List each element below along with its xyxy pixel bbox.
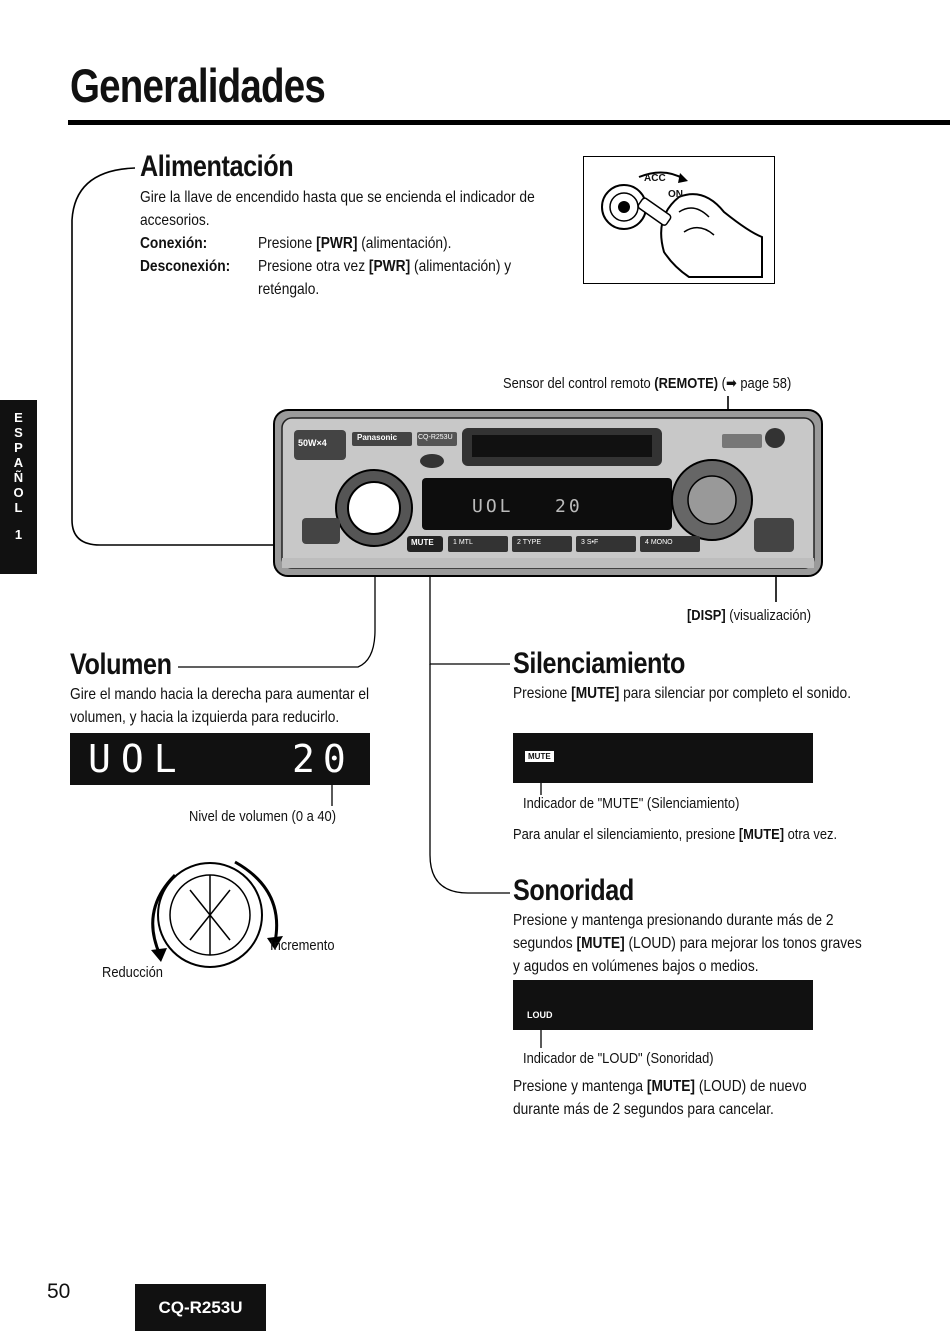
disp-key: [DISP]	[687, 607, 726, 624]
on-label: Conexión:	[140, 235, 208, 252]
ignition-illustration: ACC ON	[583, 156, 775, 284]
alimentacion-off-row: Desconexión:	[140, 255, 312, 278]
mute-key: [MUTE]	[576, 935, 625, 952]
loud-lcd: LOUD	[513, 980, 813, 1030]
section-heading-sonoridad: Sonoridad	[513, 874, 634, 907]
volume-level-label: Nivel de volumen (0 a 40)	[189, 808, 336, 825]
increase-label: Incremento	[270, 937, 335, 954]
title-rule	[68, 120, 950, 125]
section-heading-silenciamiento: Silenciamiento	[513, 647, 685, 680]
pwr-key: [PWR]	[368, 258, 411, 275]
section-heading-volumen: Volumen	[70, 648, 172, 681]
head-unit-drawing	[273, 409, 823, 577]
decrease-label: Reducción	[102, 964, 163, 981]
ignition-key-icon	[601, 171, 763, 278]
on-text-pre: Presione	[258, 235, 317, 252]
mute-cancel-text: Para anular el silenciamiento, presione …	[513, 826, 837, 843]
on-position-label: ON	[668, 189, 683, 200]
page-title: Generalidades	[70, 59, 326, 112]
preset-button-2[interactable]: 2 TYPE	[517, 539, 541, 546]
sonoridad-text-post: (LOUD) para mejorar los tonos graves y a…	[513, 935, 862, 975]
model-footer-badge: CQ-R253U	[135, 1284, 266, 1331]
off-text-post: (alimentación) y reténgalo.	[258, 258, 512, 298]
tab-number: 1	[14, 527, 23, 542]
language-tab-letters: E S P A Ñ O L 1	[0, 410, 37, 542]
mute-key: [MUTE]	[571, 685, 620, 702]
section-heading-alimentacion: Alimentación	[140, 150, 294, 183]
loud-indicator-badge: LOUD	[527, 1010, 553, 1020]
loud-cancel-post: (LOUD) de nuevo durante más de 2 segundo…	[513, 1078, 807, 1118]
mute-indicator-label: Indicador de "MUTE" (Silenciamiento)	[523, 795, 740, 812]
tab-letter: L	[14, 500, 23, 515]
acc-label: ACC	[644, 173, 666, 184]
tab-letter: Ñ	[13, 470, 24, 485]
brand-label: Panasonic	[357, 433, 398, 442]
alimentacion-off-text: Presione otra vez [PWR] (alimentación) y…	[258, 255, 550, 301]
preset-button-3[interactable]: 3 S•F	[581, 539, 599, 546]
mute-key: [MUTE]	[646, 1078, 696, 1095]
head-unit-illustration: UOL 20 Panasonic CQ-R253U 50W×4 MUTE 1 M…	[272, 408, 824, 578]
tab-letter: A	[13, 455, 24, 470]
unit-display-text: UOL 20	[472, 496, 583, 517]
silenciamiento-text-post: para silenciar por completo el sonido.	[619, 685, 852, 702]
silenciamiento-text-pre: Presione	[513, 685, 572, 702]
tab-letter: E	[14, 410, 23, 425]
preset-button-4[interactable]: 4 MONO	[645, 539, 673, 546]
remote-sensor-label: Sensor del control remoto (REMOTE) (➡ pa…	[503, 374, 791, 392]
sonoridad-text: Presione y mantenga presionando durante …	[513, 909, 866, 978]
volume-knob-icon	[151, 860, 283, 968]
volume-lcd-right: 20	[292, 737, 354, 781]
remote-key: (REMOTE)	[654, 375, 719, 392]
watts-label: 50W×4	[298, 438, 327, 448]
preset-button-1[interactable]: 1 MTL	[453, 539, 473, 546]
silenciamiento-text: Presione [MUTE] para silenciar por compl…	[513, 682, 891, 705]
pwr-key: [PWR]	[316, 235, 358, 252]
loud-indicator-label: Indicador de "LOUD" (Sonoridad)	[523, 1050, 714, 1067]
on-text-post: (alimentación).	[357, 235, 452, 252]
off-label: Desconexión:	[140, 258, 231, 275]
volumen-text: Gire el mando hacia la derecha para aume…	[70, 686, 370, 726]
loud-cancel-pre: Presione y mantenga	[513, 1078, 647, 1095]
model-label: CQ-R253U	[418, 434, 453, 441]
mute-cancel-post: otra vez.	[784, 826, 838, 843]
mute-lcd: MUTE	[513, 733, 813, 783]
mute-cancel-pre: Para anular el silenciamiento, presione	[513, 826, 739, 843]
volume-lcd: UOL 20	[70, 733, 370, 785]
mute-button[interactable]: MUTE	[411, 538, 434, 547]
off-text-pre: Presione otra vez	[258, 258, 369, 275]
volume-lcd-left: UOL	[88, 737, 187, 781]
alimentacion-on-row: Conexión:	[140, 232, 570, 255]
remote-sensor-pre: Sensor del control remoto	[503, 375, 655, 392]
loud-cancel-text: Presione y mantenga [MUTE] (LOUD) de nue…	[513, 1075, 857, 1121]
tab-letter: P	[14, 440, 23, 455]
page-number: 50	[47, 1280, 71, 1303]
disp-label: [DISP] (visualización)	[687, 607, 811, 624]
tab-letter: O	[13, 485, 24, 500]
mute-key: [MUTE]	[738, 826, 785, 843]
disp-text: (visualización)	[725, 607, 812, 624]
language-tab: E S P A Ñ O L 1	[0, 400, 37, 574]
sonoridad-text-pre: Presione y mantenga presionando durante …	[513, 912, 834, 952]
alimentacion-intro: Gire la llave de encendido hasta que se …	[140, 189, 535, 229]
tab-letter: S	[14, 425, 23, 440]
remote-sensor-post: (➡ page 58)	[718, 375, 792, 392]
mute-indicator-badge: MUTE	[525, 751, 554, 762]
alimentacion-on-text: Presione [PWR] (alimentación).	[258, 232, 619, 255]
